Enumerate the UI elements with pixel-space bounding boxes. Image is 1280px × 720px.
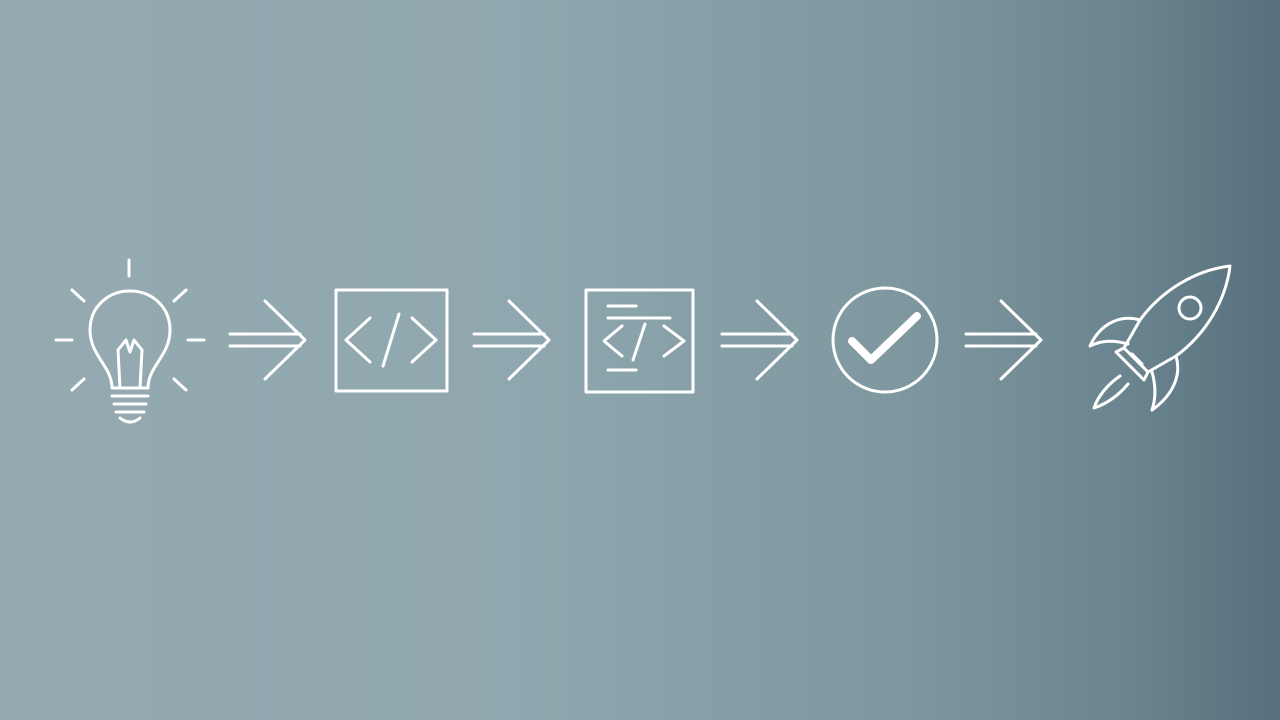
code-review-icon: [584, 288, 695, 394]
lightbulb-icon: [54, 258, 206, 424]
arrow-right-icon: [472, 299, 551, 381]
arrow-right-icon: [720, 299, 799, 381]
check-circle-icon: [831, 286, 939, 394]
arrow-right-icon: [228, 299, 307, 381]
arrow-right-icon: [964, 299, 1043, 381]
code-box-icon: [334, 288, 449, 393]
rocket-icon: [1088, 264, 1232, 412]
